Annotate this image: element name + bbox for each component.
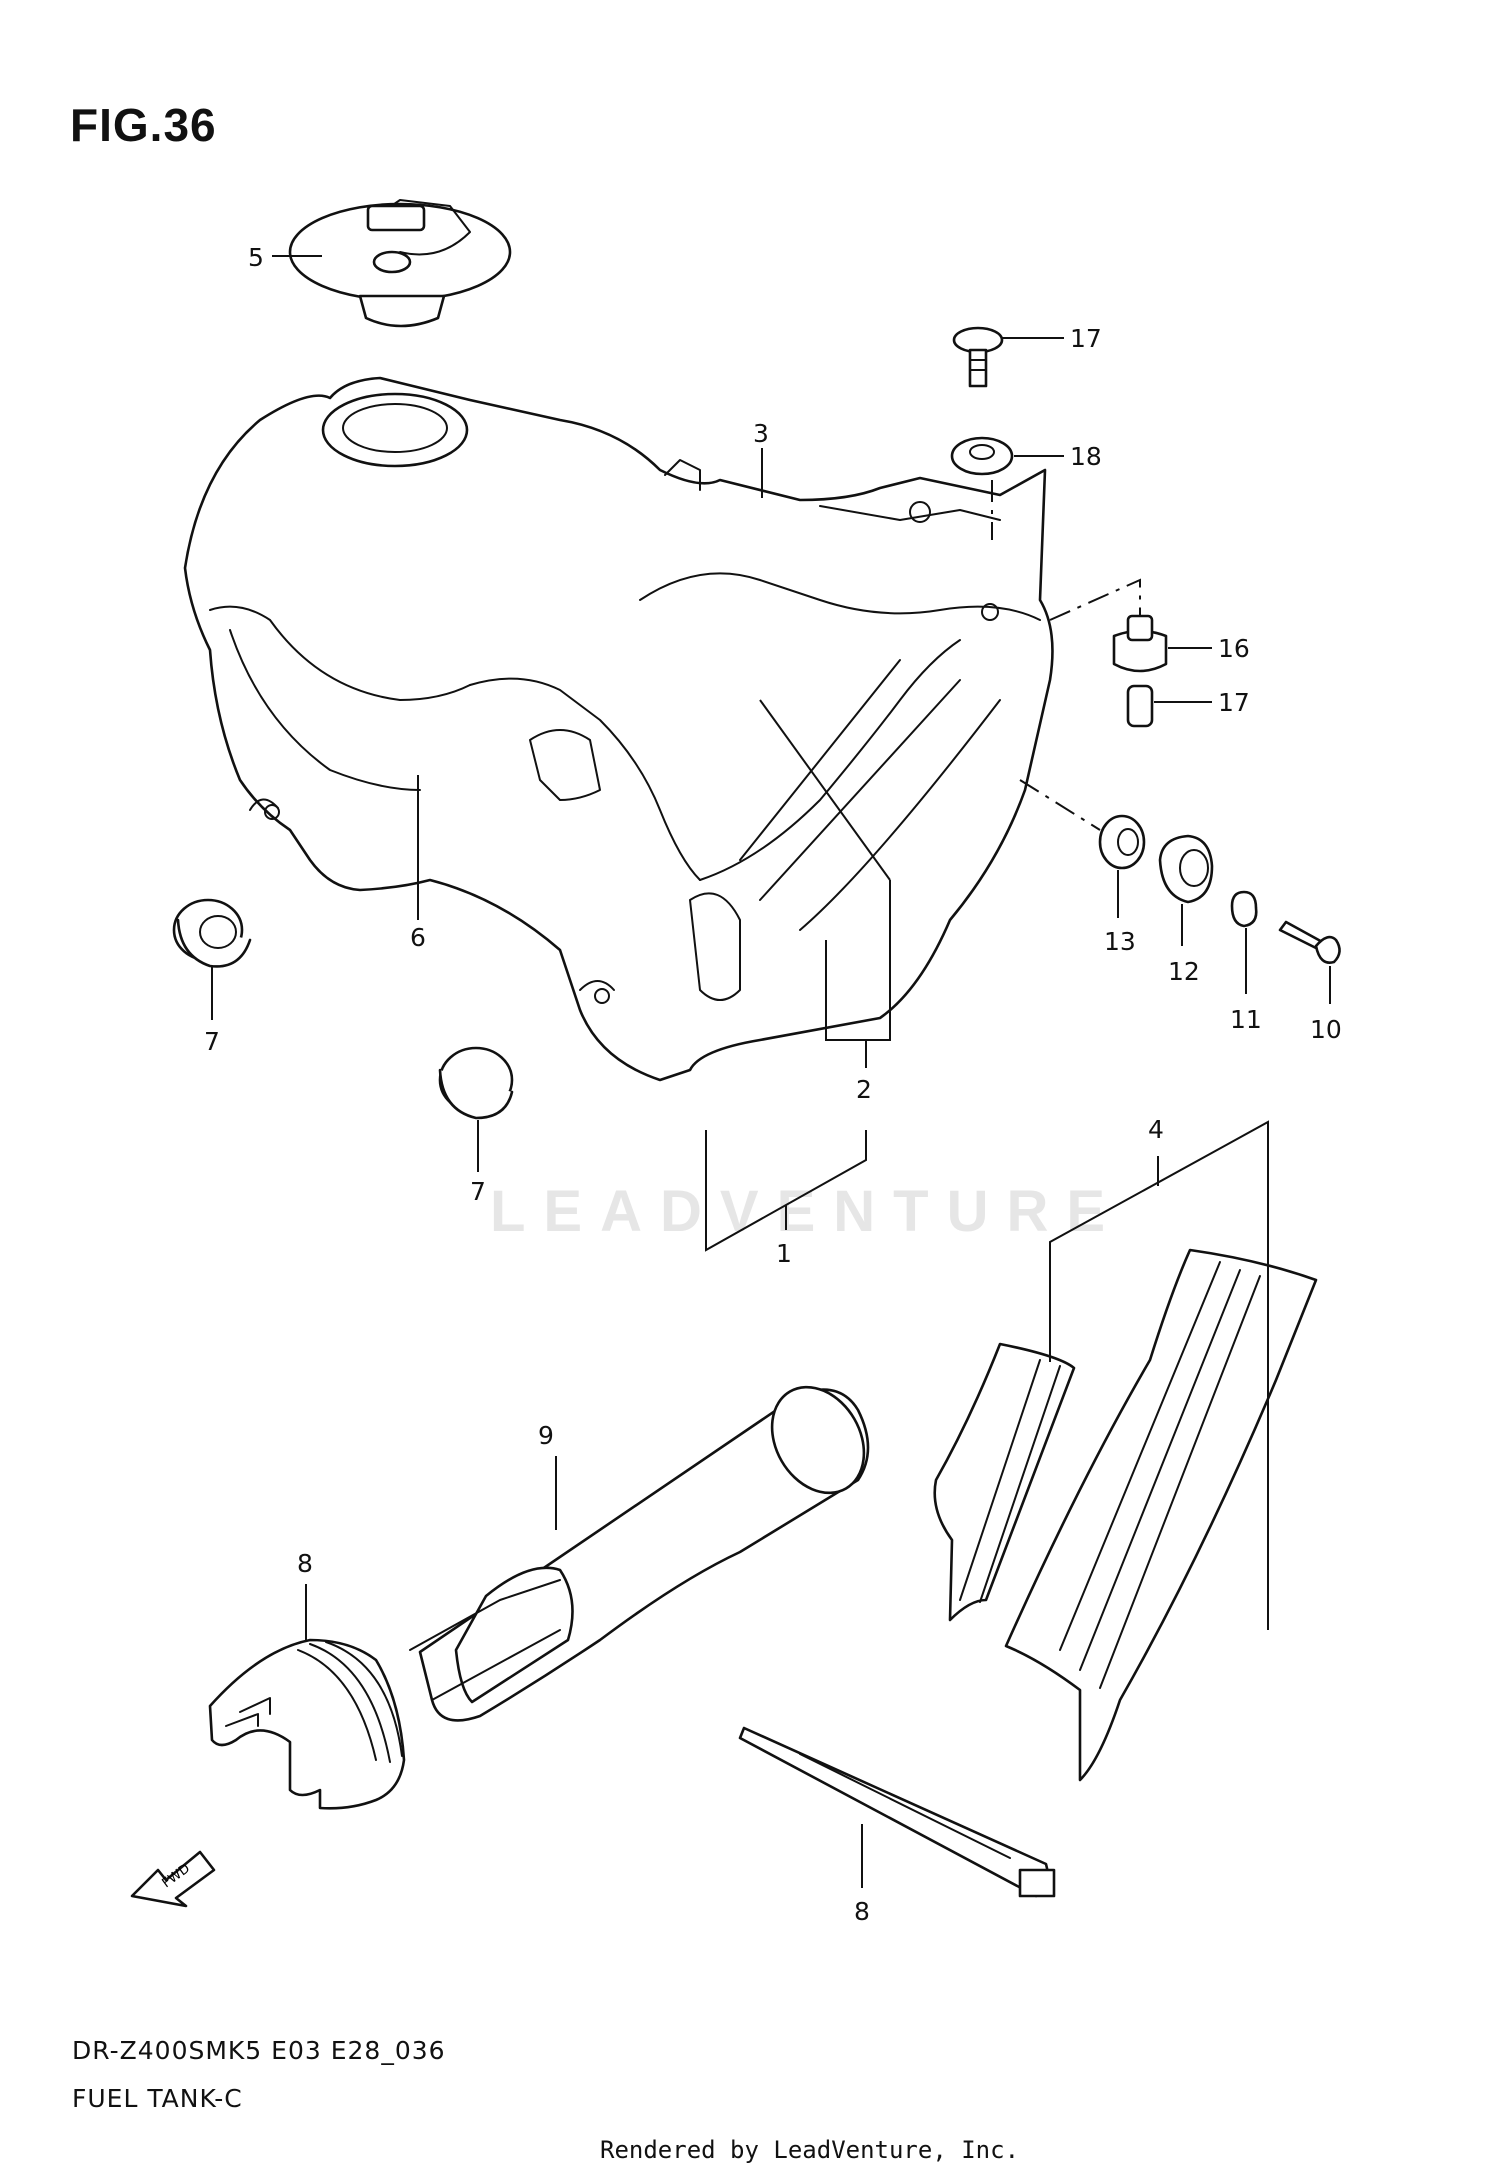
callout-17: 16 — [1218, 634, 1250, 663]
callout-6: 6 — [410, 923, 426, 952]
callout-13: 12 — [1168, 957, 1200, 986]
callout-4: 4 — [1148, 1115, 1164, 1144]
callout-9: 8 — [854, 1897, 870, 1926]
callout-14: 13 — [1104, 927, 1136, 956]
part-fuel-cap[interactable] — [272, 199, 512, 328]
part-bolt-11[interactable] — [1278, 920, 1341, 964]
callout-15: 17 — [1070, 324, 1102, 353]
part-cushion-right[interactable] — [438, 1046, 514, 1120]
figure-title: FIG.36 — [70, 99, 217, 151]
callout-2: 2 — [856, 1075, 872, 1104]
callout-11: 10 — [1310, 1015, 1342, 1044]
part-cushion-14[interactable] — [1098, 814, 1146, 870]
assembly-line-side — [1019, 779, 1101, 831]
part-washer-16[interactable] — [950, 436, 1014, 476]
callout-1: 1 — [776, 1239, 792, 1268]
rendered-by-credit: Rendered by LeadVenture, Inc. — [600, 2136, 1020, 2164]
watermark: LEADVENTURE — [490, 1179, 1124, 1244]
callout-5: 5 — [248, 243, 264, 272]
callout-12: 11 — [1230, 1005, 1262, 1034]
part-cushion-left[interactable] — [172, 898, 252, 968]
callout-3: 3 — [753, 419, 769, 448]
assembly-line-17 — [1049, 578, 1141, 621]
part-fuel-tank[interactable] — [183, 376, 1054, 1082]
callout-8: 8 — [297, 1549, 313, 1578]
callout-10: 9 — [538, 1421, 554, 1450]
figure-name: FUEL TANK-C — [72, 2084, 243, 2113]
leader-4 — [1049, 1120, 1269, 1630]
model-code: DR-Z400SMK5 E03 E28_036 — [72, 2036, 446, 2065]
callout-7a: 7 — [204, 1027, 220, 1056]
part-collar-18[interactable] — [1126, 684, 1154, 728]
part-protector-tube[interactable] — [409, 1371, 882, 1722]
fwd-arrow-icon: FWD — [130, 1850, 216, 1908]
part-grommet-17[interactable] — [1112, 614, 1168, 673]
callout-18: 17 — [1218, 688, 1250, 717]
leader-1 — [705, 1130, 867, 1252]
part-bolt-15[interactable] — [952, 326, 1004, 388]
leader-2 — [759, 699, 891, 1068]
part-cushion-13[interactable] — [1158, 834, 1214, 904]
callout-7b: 7 — [470, 1177, 486, 1206]
part-heat-shield[interactable] — [933, 1248, 1318, 1782]
part-collar-12[interactable] — [1230, 890, 1258, 928]
part-cable-tie-9[interactable] — [738, 1726, 1056, 1898]
part-clamp-8[interactable] — [208, 1638, 406, 1810]
callout-16: 18 — [1070, 442, 1102, 471]
